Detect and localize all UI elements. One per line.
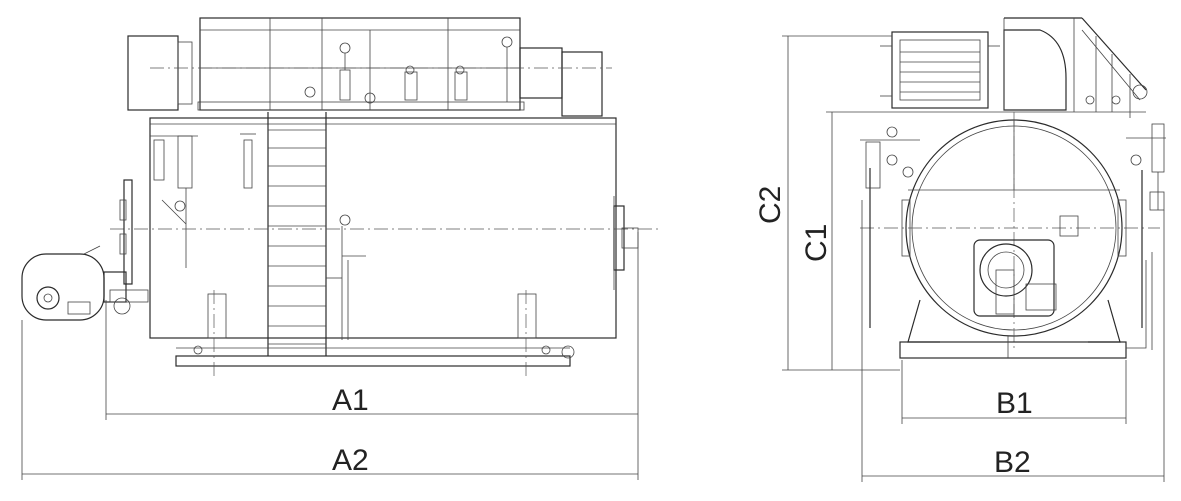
economizer-front — [891, 31, 989, 109]
burner-front — [973, 239, 1057, 317]
burner-side — [21, 245, 149, 321]
side-view — [21, 17, 660, 376]
top-platform — [197, 17, 525, 111]
dimension-label-b1: B1 — [996, 387, 1033, 420]
dimension-label-c2: C2 — [754, 186, 787, 224]
flue-outlet — [519, 47, 563, 99]
front-view — [860, 17, 1166, 359]
dimension-a1: A1 — [105, 232, 639, 420]
base-frame-front — [899, 341, 1127, 359]
dimension-c2: C2 — [754, 35, 892, 371]
railing-front — [1000, 17, 1148, 118]
ladder — [267, 112, 327, 356]
base-frame-side — [175, 355, 571, 367]
dimension-label-b2: B2 — [994, 446, 1031, 479]
economizer-box — [127, 35, 179, 111]
dimension-label-a1: A1 — [332, 384, 369, 417]
dimension-c1: C1 — [800, 111, 1000, 371]
dimension-label-a2: A2 — [332, 444, 369, 477]
dimension-b1: B1 — [901, 360, 1127, 424]
dimension-label-c1: C1 — [800, 224, 833, 262]
dimension-b2: B2 — [861, 200, 1165, 482]
dimension-a2: A2 — [21, 320, 639, 480]
boiler-shell-side — [149, 117, 617, 339]
